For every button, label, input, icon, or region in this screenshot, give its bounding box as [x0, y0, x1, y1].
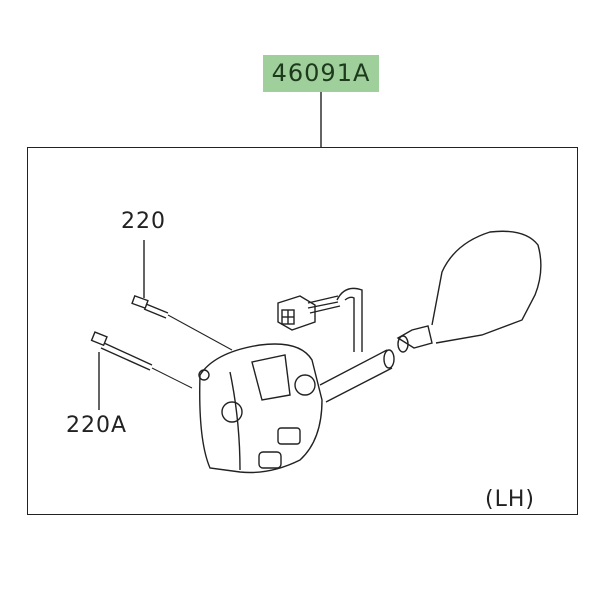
part-number-label-main[interactable]: 46091A — [263, 55, 379, 92]
screw-220A — [90, 331, 193, 389]
callout-220A[interactable]: 220A — [66, 413, 128, 438]
callout-220[interactable]: 220 — [121, 209, 166, 234]
screw-220 — [131, 294, 233, 351]
side-note-lh: (LH) — [485, 487, 535, 512]
switch-housing — [198, 343, 323, 474]
wire-harness — [336, 287, 363, 352]
handlebar-pipe — [319, 349, 393, 403]
assembly-frame — [27, 147, 578, 515]
connector — [277, 295, 316, 331]
hand-grip — [396, 230, 542, 353]
